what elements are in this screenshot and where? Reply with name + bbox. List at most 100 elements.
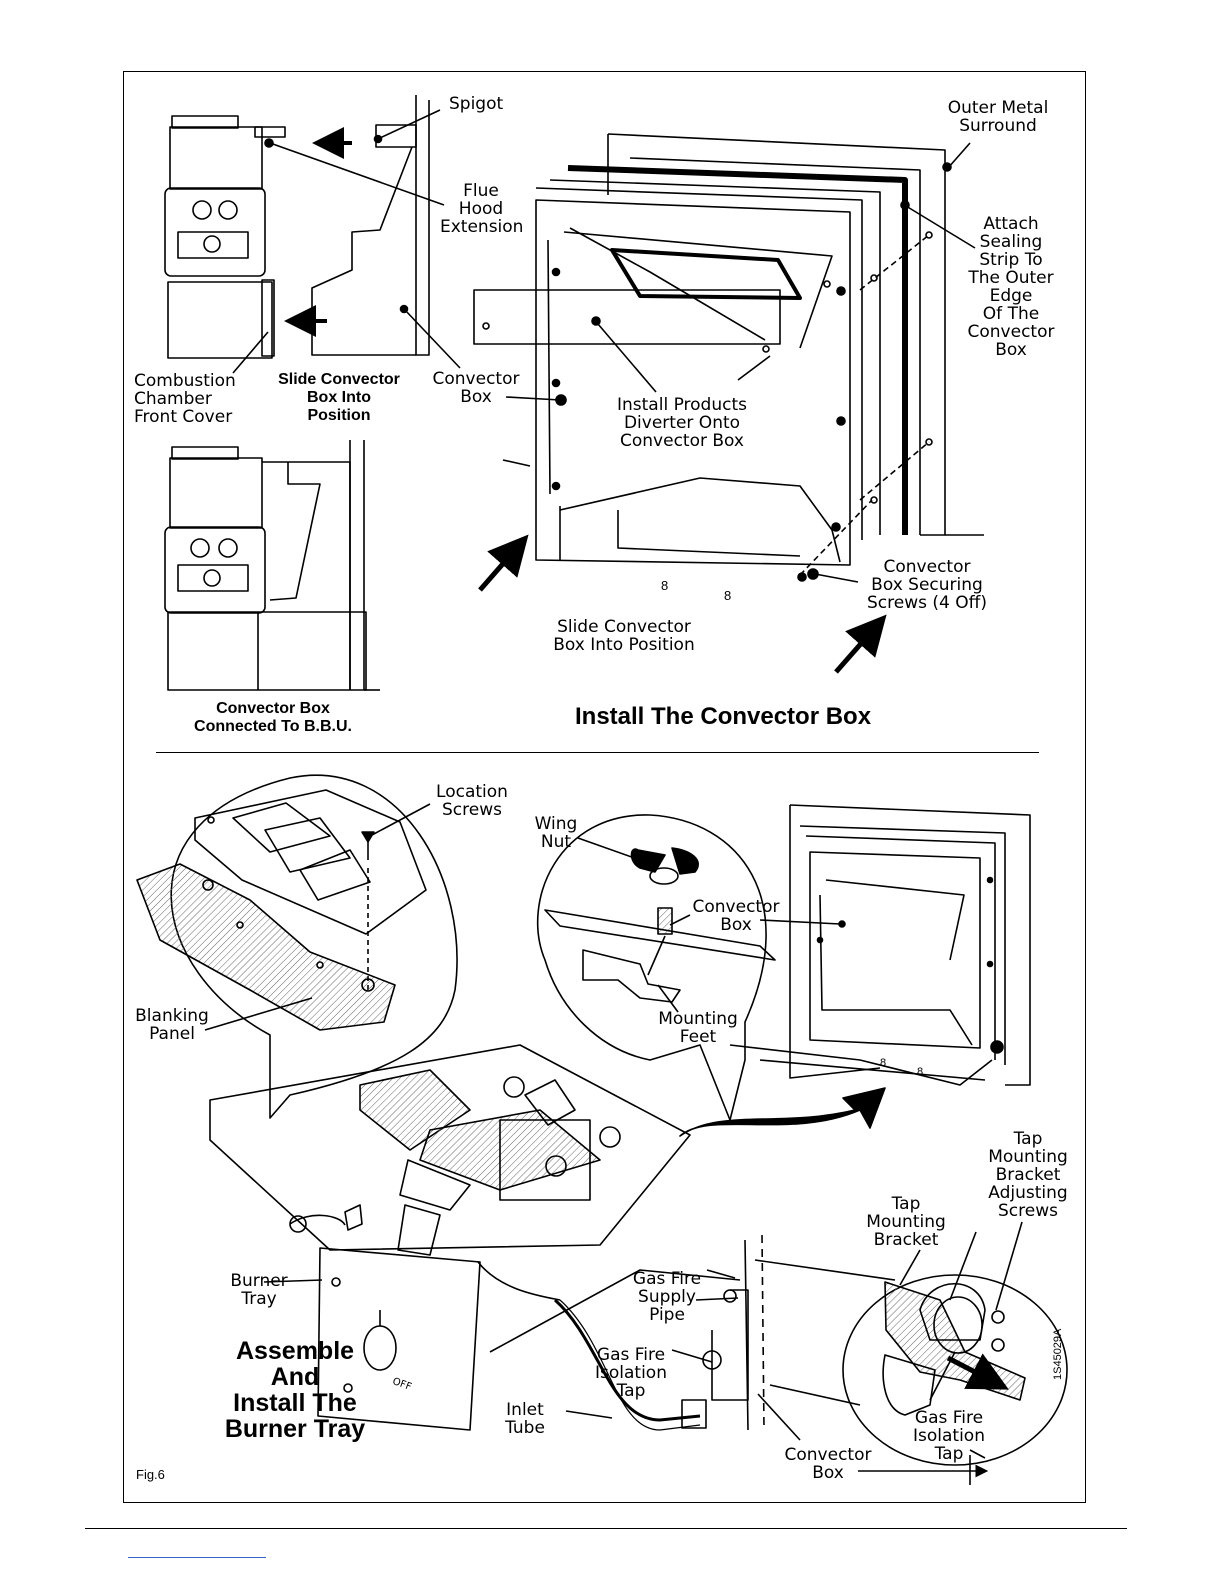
label-gas-fire-isolation-tap: Gas Fire Isolation Tap: [588, 1346, 674, 1400]
title-line: Assemble: [235, 1337, 355, 1365]
label-install-products-diverter: Install Products Diverter Onto Convector…: [606, 396, 758, 450]
label-line: Chamber: [134, 389, 212, 409]
label-line: Tube: [505, 1418, 545, 1438]
label-line: Hood: [458, 199, 504, 219]
label-line: Box: [995, 340, 1027, 360]
label-gas-fire-supply-pipe: Gas Fire Supply Pipe: [622, 1270, 712, 1324]
svg-text:8: 8: [917, 1066, 923, 1078]
label-tap-mounting-bracket-adjusting-screws: Tap Mounting Bracket Adjusting Screws: [978, 1130, 1078, 1220]
label-convector-box-top: Convector Box: [426, 370, 526, 406]
bottom-panel-title: Assemble And Install The Burner Tray: [214, 1338, 376, 1442]
label-line: Screws: [998, 1201, 1058, 1221]
label-line: Connected To B.B.U.: [194, 718, 352, 735]
installed-convector-box: 8 8: [679, 804, 1031, 1137]
label-line: Box: [460, 387, 492, 407]
label-line: Tap: [1013, 1129, 1043, 1149]
label-line: Box Into Position: [553, 635, 695, 655]
label-line: Flue: [463, 181, 499, 201]
label-line: Bracket: [995, 1165, 1061, 1185]
label-convector-box-securing-screws: Convector Box Securing Screws (4 Off): [857, 558, 997, 612]
bottom-leader-lines: [671, 1269, 739, 1363]
label-line: Tap: [891, 1194, 921, 1214]
top-panel-title: Install The Convector Box: [575, 703, 872, 730]
label-line: Gas Fire: [596, 1345, 666, 1365]
label-line: Convector Box: [620, 431, 744, 451]
label-line: Adjusting: [988, 1183, 1068, 1203]
label-line: Strip To: [979, 250, 1043, 270]
label-line: Mounting: [988, 1147, 1068, 1167]
tap-bracket-detail: [754, 1221, 1068, 1485]
label-line: Blanking: [135, 1006, 209, 1026]
label-line: Burner: [230, 1271, 288, 1291]
label-line: Nut: [540, 832, 572, 852]
convector-box-exploded: 8 8: [473, 133, 984, 674]
label-burner-tray: Burner Tray: [224, 1272, 294, 1308]
label-line: Supply: [638, 1287, 696, 1307]
label-line: Diverter Onto: [623, 413, 741, 433]
label-spigot: Spigot: [449, 94, 504, 114]
blanking-panel-detail: [136, 774, 458, 1119]
label-flue-hood-extension: Flue Hood Extension: [440, 181, 524, 237]
label-line: Slide Convector: [278, 371, 400, 388]
label-line: Screws: [442, 800, 502, 820]
svg-text:8: 8: [724, 588, 731, 603]
label-line: Tap: [616, 1381, 646, 1401]
label-attach-sealing-strip: Attach Sealing Strip To The Outer Edge O…: [958, 215, 1064, 359]
image-code: 1S45029A: [1052, 1328, 1064, 1380]
label-line: Extension: [440, 217, 524, 237]
label-line: Tray: [241, 1289, 277, 1309]
label-combustion-chamber: Combustion Chamber Front Cover: [134, 372, 236, 426]
label-line: Convector: [967, 322, 1055, 342]
label-line: Tap: [934, 1444, 964, 1464]
label-wing-nut: Wing Nut: [528, 815, 584, 851]
label-line: Surround: [959, 116, 1037, 136]
label-mounting-feet: Mounting Feet: [650, 1010, 746, 1046]
label-tap-mounting-bracket: Tap Mounting Bracket: [858, 1195, 954, 1249]
bbu-side-view-top: [164, 95, 461, 374]
label-line: Bracket: [873, 1230, 939, 1250]
label-line: Box Securing: [871, 575, 983, 595]
label-line: Front Cover: [134, 407, 233, 427]
label-convector-box-wing-detail: Convector Box: [686, 898, 786, 934]
label-line: Gas Fire: [632, 1269, 702, 1289]
label-line: Inlet: [506, 1400, 544, 1420]
label-line: Wing: [534, 814, 578, 834]
label-line: Combustion: [134, 371, 236, 391]
svg-text:8: 8: [661, 578, 668, 593]
label-inlet-tube: Inlet Tube: [498, 1401, 552, 1437]
label-line: Of The: [982, 304, 1040, 324]
label-line: Convector: [883, 557, 971, 577]
label-line: Isolation: [913, 1426, 985, 1446]
bbu-connected-view: [164, 440, 380, 691]
label-line: Convector: [692, 897, 780, 917]
label-line: Location: [436, 782, 508, 802]
title-line: Burner Tray: [224, 1415, 366, 1443]
label-line: Isolation: [595, 1363, 667, 1383]
label-line: Mounting: [658, 1009, 738, 1029]
label-line: Convector: [784, 1445, 872, 1465]
label-line: Panel: [149, 1024, 195, 1044]
label-line: Box: [720, 915, 752, 935]
label-line: Sealing: [979, 232, 1043, 252]
footer-rule: [85, 1528, 1127, 1529]
footer-link-underline: [128, 1557, 266, 1558]
label-blanking-panel: Blanking Panel: [130, 1007, 214, 1043]
label-line: Slide Convector: [557, 617, 691, 637]
label-line: Gas Fire: [914, 1408, 984, 1428]
label-convector-box-connected: Convector Box Connected To B.B.U.: [166, 700, 380, 736]
burner-tray-assembly: [209, 1044, 765, 1431]
panel-divider: [156, 752, 1039, 753]
label-line: Feet: [679, 1027, 717, 1047]
label-line: Convector: [432, 369, 520, 389]
label-line: Install Products: [617, 395, 747, 415]
label-line: Edge: [989, 286, 1033, 306]
label-line: The Outer: [968, 268, 1054, 288]
label-line: Convector Box: [216, 700, 330, 717]
label-line: Outer Metal: [947, 98, 1049, 118]
label-line: Position: [307, 407, 371, 424]
figure-frame: [123, 71, 1086, 1503]
label-line: Attach: [983, 214, 1039, 234]
title-line: Install The: [233, 1389, 357, 1417]
label-outer-metal-surround: Outer Metal Surround: [938, 99, 1058, 135]
